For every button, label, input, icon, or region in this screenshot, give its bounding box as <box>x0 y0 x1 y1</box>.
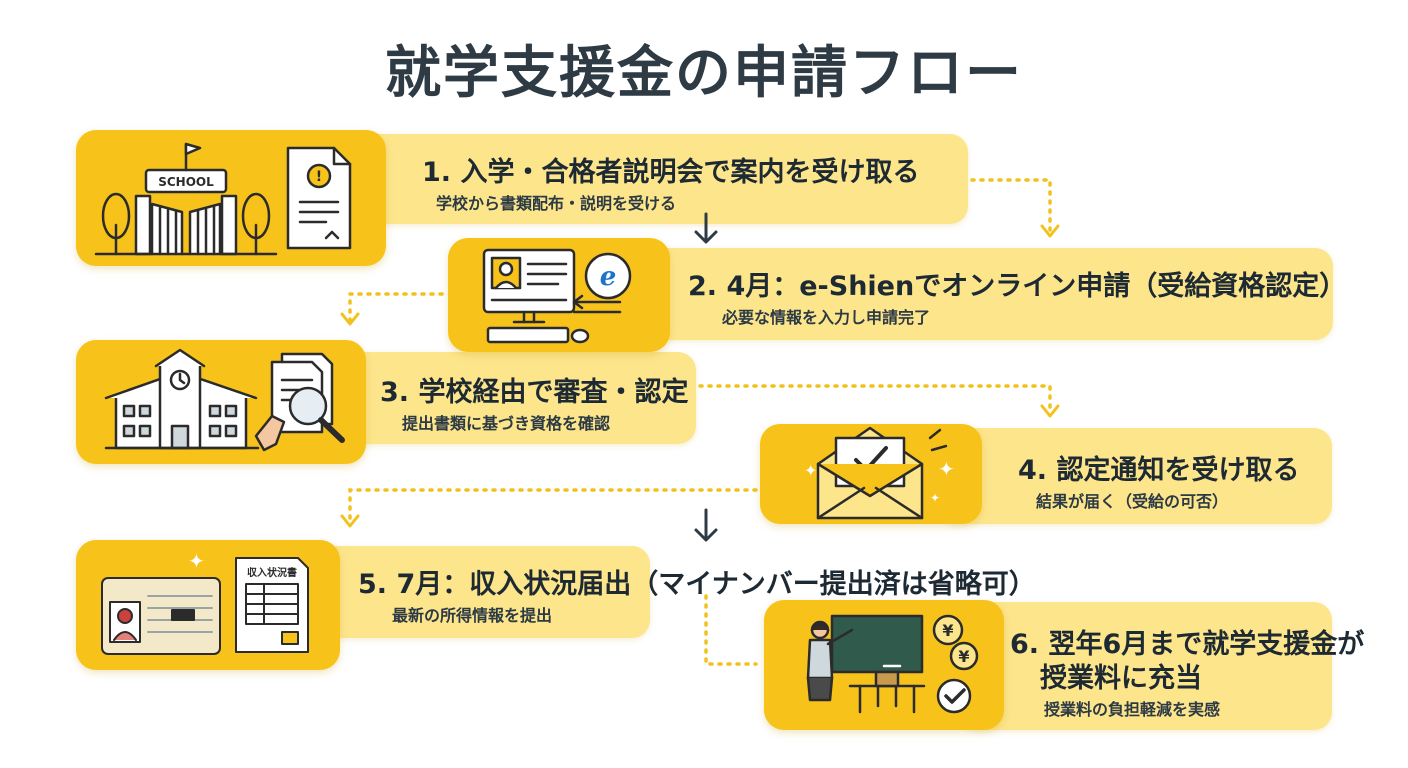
step-1-title: 1. 入学・合格者説明会で案内を受け取る <box>422 157 920 188</box>
svg-text:✦: ✦ <box>188 549 205 573</box>
step-4-title: 4. 認定通知を受け取る <box>1018 455 1300 486</box>
step-5-title: 5. 7月：収入状況届出（マイナンバー提出済は省略可） <box>358 569 1036 600</box>
step-6-bar <box>960 602 1332 730</box>
svg-text:✦: ✦ <box>938 457 955 481</box>
step-6-icon-box: ¥ ¥ <box>764 600 1004 730</box>
step-1-bar <box>340 134 968 224</box>
step-5-icon-box: 収入状況書 ✦ <box>76 540 340 670</box>
step-1-icon-box: SCHOOL ! <box>76 130 386 266</box>
connector-5-down <box>704 594 758 666</box>
step-4-subtitle: 結果が届く（受給の可否） <box>1036 492 1229 511</box>
svg-text:✦: ✦ <box>930 491 940 505</box>
school-building-magnifier-icon <box>104 348 345 452</box>
svg-text:¥: ¥ <box>942 621 953 640</box>
step-3-icon-box <box>76 340 366 464</box>
connector-4-left <box>348 488 758 522</box>
step-1-subtitle: 学校から書類配布・説明を受ける <box>436 194 677 213</box>
svg-text:✦: ✦ <box>804 461 817 480</box>
down-arrow-2 <box>694 508 718 542</box>
computer-browser-icon: e <box>482 248 632 344</box>
step-2-icon-box: e <box>448 238 670 352</box>
form-title-text: 収入状況書 <box>247 566 297 579</box>
step-3-title: 3. 学校経由で審査・認定 <box>380 377 689 408</box>
down-arrow-1 <box>694 212 718 244</box>
page-title: 就学支援金の申請フロー <box>385 41 1023 106</box>
svg-text:e: e <box>600 262 617 292</box>
step-2-title: 2. 4月：e-Shienでオンライン申請（受給資格認定） <box>688 271 1347 302</box>
step-3-subtitle: 提出書類に基づき資格を確認 <box>402 414 611 433</box>
step-5-bar <box>320 546 650 638</box>
step-6-title-line2: 授業料に充当 <box>1040 663 1202 694</box>
step-6-title-line1: 6. 翌年6月まで就学支援金が <box>1010 629 1365 660</box>
step-5-subtitle: 最新の所得情報を提出 <box>392 606 553 625</box>
teacher-blackboard-yen-icon: ¥ ¥ <box>806 614 979 714</box>
connector-1-right <box>970 178 1052 234</box>
step-6-subtitle: 授業料の負担軽減を実感 <box>1044 700 1221 719</box>
school-gate-document-icon: SCHOOL ! <box>94 142 352 256</box>
step-2-bar <box>635 248 1333 340</box>
school-sign-text: SCHOOL <box>158 175 214 189</box>
svg-text:¥: ¥ <box>958 647 969 666</box>
step-2-subtitle: 必要な情報を入力し申請完了 <box>722 308 931 327</box>
step-3-bar <box>330 352 696 444</box>
step-4-bar <box>940 428 1332 524</box>
connector-3-right <box>698 384 1052 412</box>
svg-text:!: ! <box>316 169 322 185</box>
id-card-income-form-icon: 収入状況書 ✦ <box>101 549 309 655</box>
step-4-icon-box: ✦ ✦ ✦ <box>760 424 982 524</box>
envelope-check-icon: ✦ ✦ ✦ <box>804 426 955 520</box>
connector-2-left <box>348 292 444 322</box>
